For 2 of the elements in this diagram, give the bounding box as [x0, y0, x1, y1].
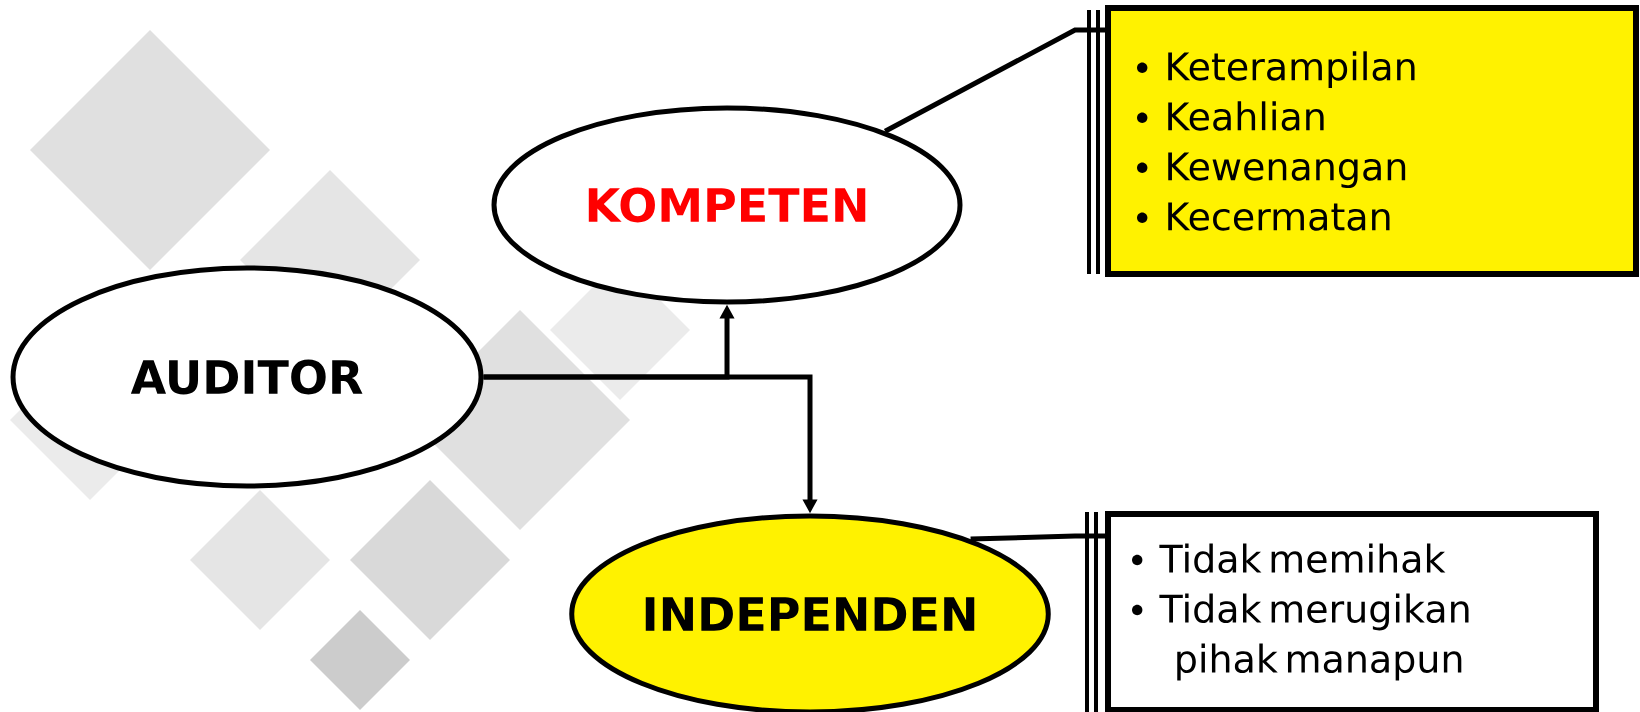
bullet-list-box: Keterampilan Keahlian Kewenangan Kecermatan [1105, 5, 1639, 277]
bullet-list-box: Tidak memihak Tidak merugikan pihak manapun [1105, 511, 1599, 712]
